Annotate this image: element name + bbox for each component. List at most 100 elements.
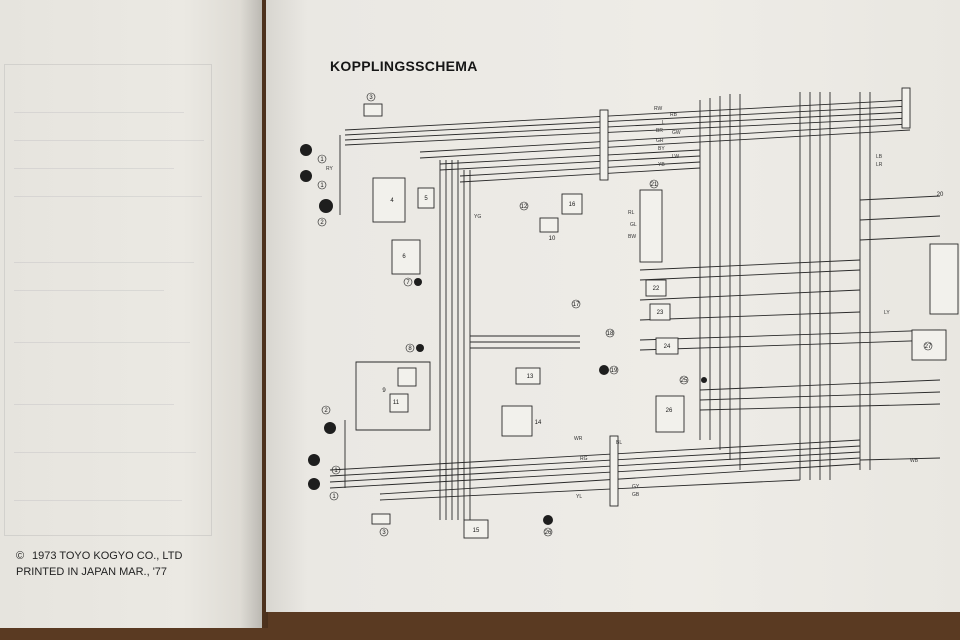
harness-wire bbox=[344, 117, 911, 146]
component-box bbox=[397, 367, 417, 387]
component-box bbox=[371, 513, 391, 525]
wire-code: WR bbox=[574, 436, 583, 442]
harness-wire bbox=[699, 403, 941, 411]
component-number: 10 bbox=[549, 236, 556, 242]
harness-wire bbox=[459, 161, 701, 177]
harness-wire bbox=[344, 99, 911, 131]
harness-wire bbox=[639, 259, 861, 271]
harness-wire bbox=[419, 123, 911, 153]
harness-wire bbox=[859, 195, 941, 201]
component-number: 17 bbox=[573, 302, 580, 308]
component-box bbox=[417, 187, 435, 209]
wire-code: LB bbox=[876, 154, 883, 160]
harness-wire bbox=[329, 451, 861, 483]
component-number: 8 bbox=[408, 346, 412, 352]
right-page bbox=[266, 0, 960, 612]
harness-wire bbox=[419, 129, 911, 159]
component-box bbox=[363, 103, 383, 117]
component-number: 27 bbox=[925, 344, 932, 350]
harness-wire bbox=[859, 235, 941, 241]
component-number: 1 bbox=[332, 494, 336, 500]
callout-ring bbox=[571, 299, 581, 309]
harness-wire bbox=[639, 329, 941, 341]
harness-wire bbox=[859, 215, 941, 221]
lamp-symbol bbox=[599, 365, 609, 375]
component-number: 1 bbox=[320, 183, 324, 189]
wire-code: LY bbox=[884, 310, 890, 316]
bleed-through-line bbox=[14, 404, 174, 405]
lamp-symbol bbox=[543, 515, 553, 525]
bleed-through-line bbox=[14, 452, 196, 453]
component-number: 1 bbox=[320, 157, 324, 163]
callout-ring bbox=[331, 465, 341, 475]
component-number: 6 bbox=[402, 254, 406, 260]
copyright-symbol: © bbox=[16, 550, 25, 562]
callout-ring bbox=[379, 527, 389, 537]
lamp-symbol bbox=[324, 422, 336, 434]
component-box bbox=[463, 519, 489, 539]
component-number: 20 bbox=[937, 192, 944, 198]
wire-code: RL bbox=[628, 210, 635, 216]
wire-code: RG bbox=[580, 456, 588, 462]
callout-ring bbox=[519, 201, 529, 211]
harness-wire bbox=[329, 445, 861, 477]
wire-code: GL bbox=[630, 222, 637, 228]
component-number: 24 bbox=[664, 344, 671, 350]
component-number: 15 bbox=[473, 528, 480, 534]
wire-code: YB bbox=[658, 162, 665, 168]
harness-wire bbox=[859, 457, 941, 461]
bleed-through-line bbox=[14, 262, 194, 263]
left-page bbox=[0, 0, 268, 628]
component-number: 12 bbox=[521, 204, 528, 210]
component-number: 16 bbox=[569, 202, 576, 208]
harness-wire bbox=[439, 155, 701, 171]
wire-code: WB bbox=[910, 458, 919, 464]
indicator-symbol bbox=[414, 278, 422, 286]
component-number: 19 bbox=[611, 368, 618, 374]
page-title: KOPPLINGSSCHEMA bbox=[330, 58, 478, 74]
component-number: 1 bbox=[334, 468, 338, 474]
component-number: 26 bbox=[545, 530, 552, 536]
callout-ring bbox=[317, 154, 327, 164]
connector-block bbox=[609, 435, 619, 507]
component-number: 2 bbox=[320, 220, 324, 226]
component-number: 4 bbox=[390, 198, 394, 204]
wire-code: BL bbox=[616, 440, 622, 446]
callout-ring bbox=[366, 92, 376, 102]
bleed-through-line bbox=[14, 500, 182, 501]
lamp-symbol bbox=[300, 170, 312, 182]
callout-ring bbox=[543, 527, 553, 537]
printed-line: PRINTED IN JAPAN MAR., '77 bbox=[16, 566, 168, 578]
wire-code: BY bbox=[658, 146, 665, 152]
connector-block bbox=[599, 109, 609, 181]
component-box bbox=[655, 337, 679, 355]
wire-code: GR bbox=[656, 138, 664, 144]
component-box bbox=[372, 177, 406, 223]
component-number: 9 bbox=[382, 388, 386, 394]
wire-code: YG bbox=[474, 214, 481, 220]
bleed-through-frame bbox=[4, 64, 212, 536]
callout-ring bbox=[317, 180, 327, 190]
harness-wire bbox=[639, 311, 861, 321]
component-number: 26 bbox=[666, 408, 673, 414]
component-number: 7 bbox=[406, 280, 410, 286]
component-number: 25 bbox=[681, 378, 688, 384]
headlamp-symbol bbox=[300, 144, 312, 156]
component-number: 23 bbox=[657, 310, 664, 316]
component-frame bbox=[355, 361, 431, 431]
wire-code: GW bbox=[672, 130, 681, 136]
component-number: 2 bbox=[324, 408, 328, 414]
wire-code: GY bbox=[632, 484, 640, 490]
component-box bbox=[389, 393, 409, 413]
callout-ring bbox=[923, 341, 933, 351]
callout-ring bbox=[405, 343, 415, 353]
component-number: 13 bbox=[527, 374, 534, 380]
wire-code: YL bbox=[576, 494, 582, 500]
copyright-line: 1973 TOYO KOGYO CO., LTD bbox=[32, 550, 183, 562]
callout-ring bbox=[321, 405, 331, 415]
taillamp-symbol bbox=[308, 454, 320, 466]
wire-code: L bbox=[662, 120, 665, 126]
bleed-through-line bbox=[14, 196, 202, 197]
callout-ring bbox=[605, 328, 615, 338]
